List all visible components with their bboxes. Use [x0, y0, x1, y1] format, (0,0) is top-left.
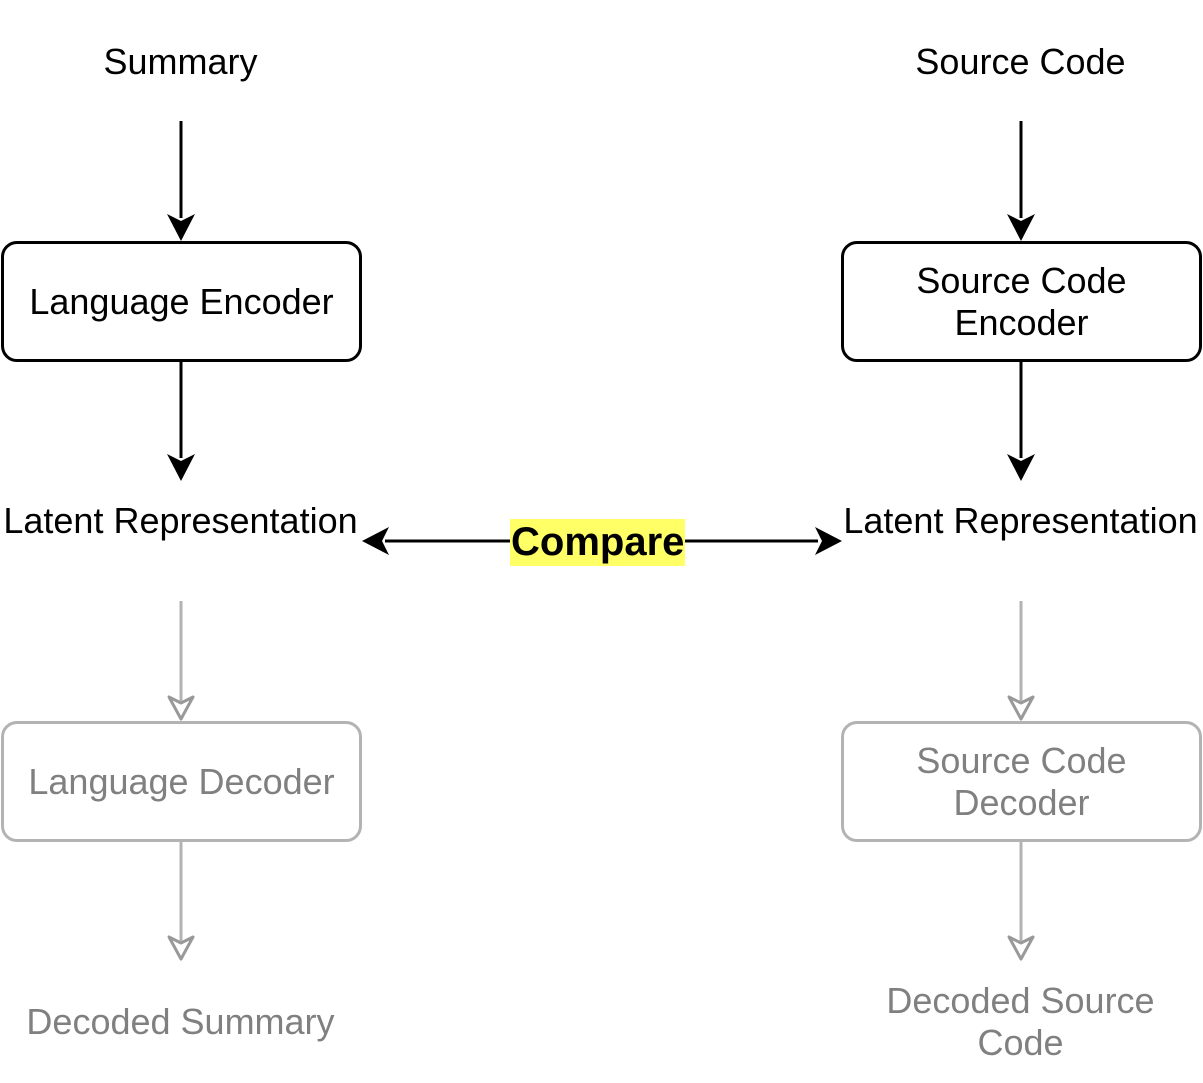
left-latent-representation-label: Latent Representation [3, 500, 358, 541]
arrow-source-encoder-to-latent [1007, 362, 1035, 481]
compare-label: Compare [510, 519, 686, 566]
summary-input-label: Summary [103, 41, 258, 82]
language-encoder-label: Language Encoder [29, 280, 334, 322]
source-code-encoder-label: Source Code Encoder [916, 259, 1127, 343]
language-decoder-box: Language Decoder [1, 721, 362, 842]
arrow-source-code-to-source-encoder [1007, 121, 1035, 241]
decoded-source-code-label: Decoded Source Code [886, 980, 1155, 1063]
source-code-decoder-label: Source Code Decoder [916, 739, 1127, 823]
arrow-latent-to-source-decoder [1007, 601, 1035, 721]
arrow-language-decoder-to-output [167, 842, 195, 961]
language-encoder-box: Language Encoder [1, 241, 362, 362]
decoded-summary-label: Decoded Summary [26, 1001, 335, 1042]
source-code-input-label: Source Code [915, 41, 1126, 82]
language-decoder-label: Language Decoder [28, 760, 335, 802]
arrow-summary-to-language-encoder [167, 121, 195, 241]
arrow-source-decoder-to-output [1007, 842, 1035, 961]
arrow-language-encoder-to-latent [167, 362, 195, 481]
right-latent-representation-label: Latent Representation [843, 500, 1198, 541]
source-code-decoder-box: Source Code Decoder [841, 721, 1202, 842]
arrow-latent-to-language-decoder [167, 601, 195, 721]
source-code-encoder-box: Source Code Encoder [841, 241, 1202, 362]
